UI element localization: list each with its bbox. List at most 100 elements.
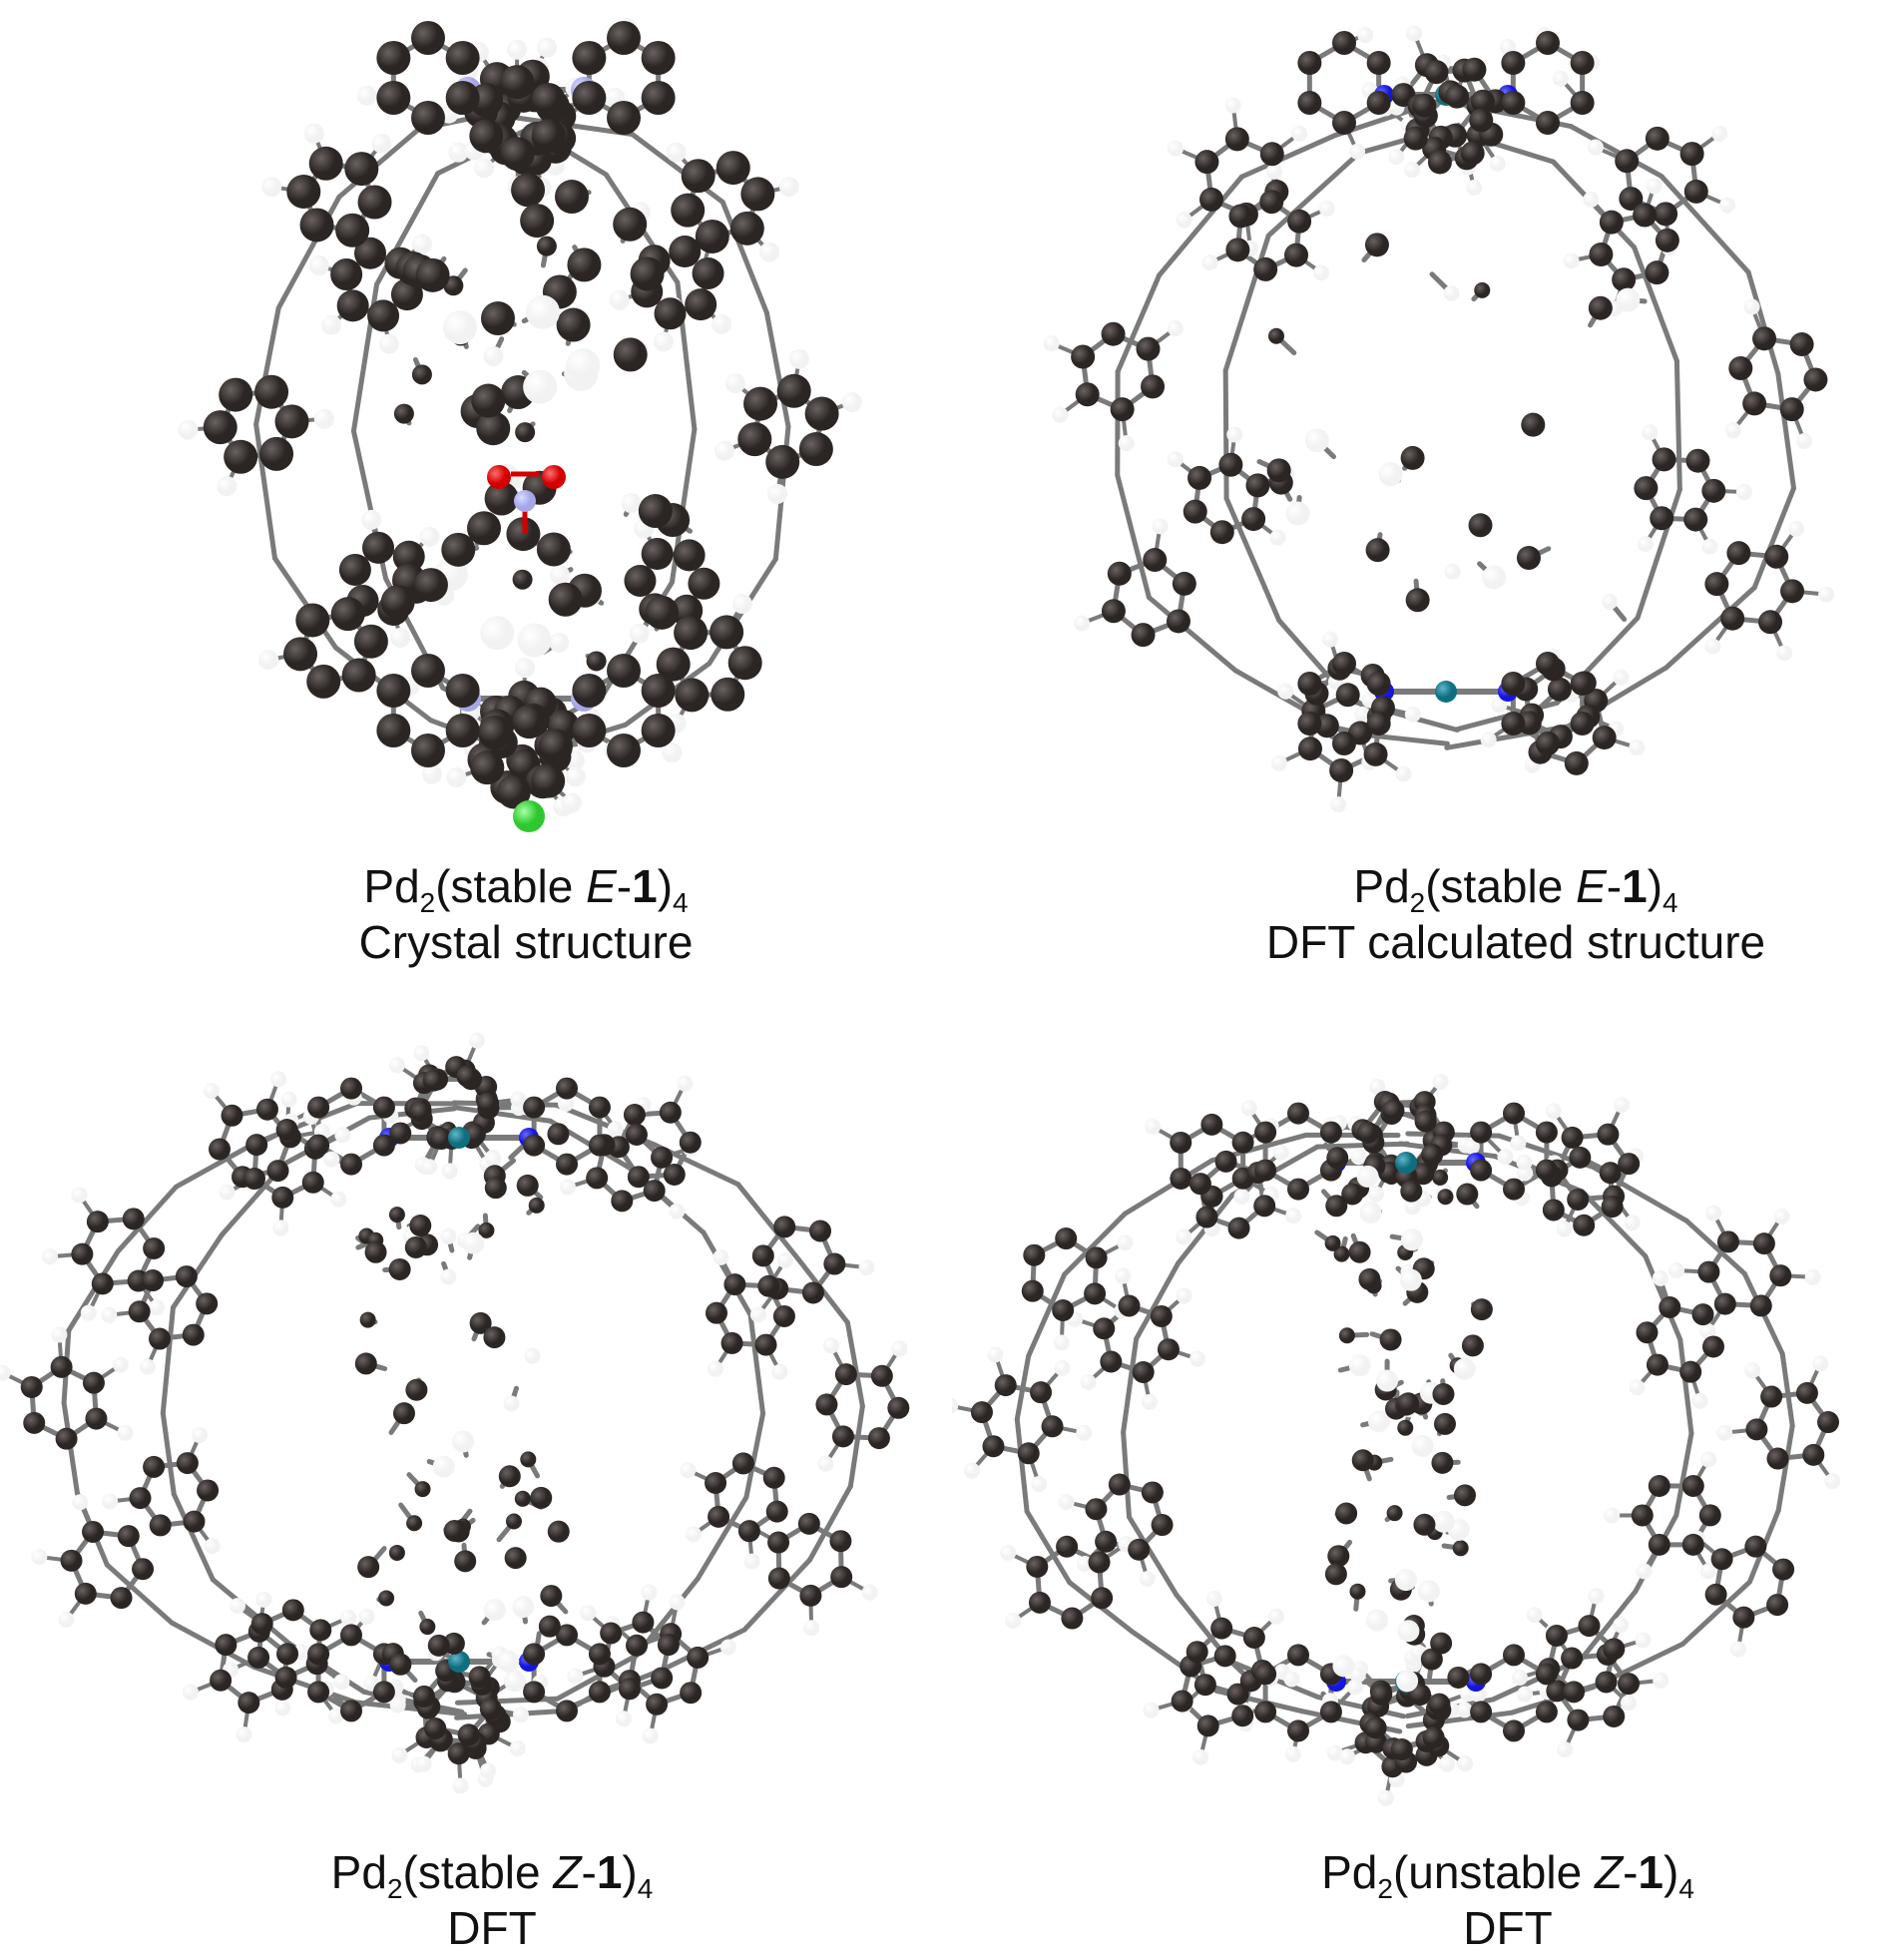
hydrogen-atom xyxy=(1557,1741,1574,1758)
carbon-atom xyxy=(1227,1217,1250,1239)
carbon-atom xyxy=(1570,91,1595,115)
hydrogen-atom xyxy=(507,39,528,60)
carbon-atom xyxy=(1348,1240,1371,1263)
carbon-atom xyxy=(706,1301,728,1324)
carbon-atom xyxy=(479,1698,502,1720)
bond xyxy=(1683,1218,1747,1276)
hydrogen-atom xyxy=(743,1553,760,1570)
carbon-atom xyxy=(751,1244,774,1267)
carbon-atom xyxy=(1095,1530,1118,1553)
hydrogen-atom xyxy=(1588,1588,1605,1605)
carbon-atom xyxy=(1231,1705,1254,1727)
carbon-atom xyxy=(1338,1327,1355,1344)
carbon-atom xyxy=(354,237,387,269)
carbon-atom xyxy=(443,1519,466,1542)
carbon-atom xyxy=(1397,1419,1414,1436)
hydrogen-atom xyxy=(117,1424,134,1441)
hydrogen-atom xyxy=(1074,615,1091,632)
hydrogen-atom xyxy=(219,1184,236,1201)
carbon-atom xyxy=(588,1643,611,1666)
carbon-atom xyxy=(1462,57,1487,82)
bond xyxy=(743,1411,766,1500)
carbon-atom xyxy=(1242,1627,1265,1650)
carbon-atom xyxy=(523,1134,546,1157)
hydrogen-atom xyxy=(566,348,601,383)
carbon-atom xyxy=(1570,672,1595,696)
carbon-atom xyxy=(341,658,376,693)
hydrogen-atom xyxy=(1489,155,1506,172)
carbon-atom xyxy=(176,1452,199,1475)
hydrogen-atom xyxy=(558,1095,575,1112)
carbon-atom xyxy=(1356,1122,1379,1145)
carbon-atom xyxy=(797,1512,820,1535)
caption-line-2: DFT xyxy=(1463,1902,1553,1954)
hydrogen-atom xyxy=(1052,406,1069,423)
carbon-atom xyxy=(776,373,811,408)
carbon-atom xyxy=(219,377,253,412)
hydrogen-atom xyxy=(662,742,683,763)
carbon-atom xyxy=(1698,1504,1721,1527)
carbon-atom xyxy=(1603,1638,1626,1661)
carbon-atom xyxy=(340,1077,362,1100)
hydrogen-atom xyxy=(389,1697,406,1714)
carbon-atom xyxy=(572,81,607,115)
carbon-atom xyxy=(295,603,330,638)
hydrogen-atom xyxy=(1367,1186,1384,1203)
hydrogen-atom xyxy=(1545,1103,1562,1120)
hydrogen-atom xyxy=(1491,697,1508,714)
carbon-atom xyxy=(530,1486,553,1509)
hydrogen-atom xyxy=(1167,451,1184,468)
carbon-atom xyxy=(359,1311,376,1328)
hydrogen-atom xyxy=(712,313,732,334)
carbon-atom xyxy=(638,494,673,529)
carbon-atom xyxy=(548,582,583,617)
carbon-atom xyxy=(274,1666,297,1689)
bond xyxy=(1775,371,1796,491)
carbon-atom xyxy=(1536,652,1560,676)
carbon-atom xyxy=(412,1685,435,1708)
hydrogen-atom xyxy=(1080,1374,1097,1391)
carbon-atom xyxy=(1428,1693,1451,1715)
carbon-atom xyxy=(1198,187,1223,212)
carbon-atom xyxy=(1535,1663,1558,1686)
carbon-atom xyxy=(687,1646,710,1669)
carbon-atom xyxy=(834,1363,857,1386)
carbon-atom xyxy=(1335,1502,1358,1525)
hydrogen-atom xyxy=(1699,1322,1716,1339)
hydrogen-atom xyxy=(442,310,477,345)
hydrogen-atom xyxy=(446,766,467,787)
carbon-atom xyxy=(1151,1514,1174,1537)
carbon-atom xyxy=(1588,295,1613,320)
carbon-atom xyxy=(1701,478,1726,503)
hydrogen-atom xyxy=(1705,1205,1722,1222)
carbon-atom xyxy=(1267,327,1284,344)
carbon-atom xyxy=(1231,1131,1254,1154)
hydrogen-atom xyxy=(1587,139,1604,156)
hydrogen-atom xyxy=(1616,287,1641,312)
hydrogen-atom xyxy=(80,1304,97,1321)
hydrogen-atom xyxy=(440,1227,457,1244)
carbon-atom xyxy=(547,1520,570,1543)
carbon-atom xyxy=(422,1069,445,1092)
hydrogen-atom xyxy=(178,419,199,440)
carbon-atom xyxy=(1287,1178,1309,1201)
carbon-atom xyxy=(1780,579,1805,604)
carbon-atom xyxy=(1501,672,1526,696)
carbon-atom xyxy=(175,1265,198,1288)
carbon-atom xyxy=(1254,1159,1277,1182)
carbon-atom xyxy=(1382,1099,1405,1122)
carbon-atom xyxy=(86,1211,109,1233)
carbon-atom xyxy=(405,1378,428,1401)
hydrogen-atom xyxy=(1735,484,1752,501)
molecule-unstable-Z-dft xyxy=(952,1073,1841,1806)
carbon-atom xyxy=(1732,1606,1755,1629)
hydrogen-atom xyxy=(261,177,282,198)
bond xyxy=(170,1231,225,1310)
hydrogen-atom xyxy=(724,373,745,394)
carbon-atom xyxy=(266,1160,289,1183)
carbon-atom xyxy=(1055,1227,1078,1250)
bond xyxy=(1024,1508,1073,1586)
hydrogen-atom xyxy=(1054,1359,1071,1376)
carbon-atom xyxy=(1420,1648,1443,1671)
carbon-atom xyxy=(1101,321,1126,346)
